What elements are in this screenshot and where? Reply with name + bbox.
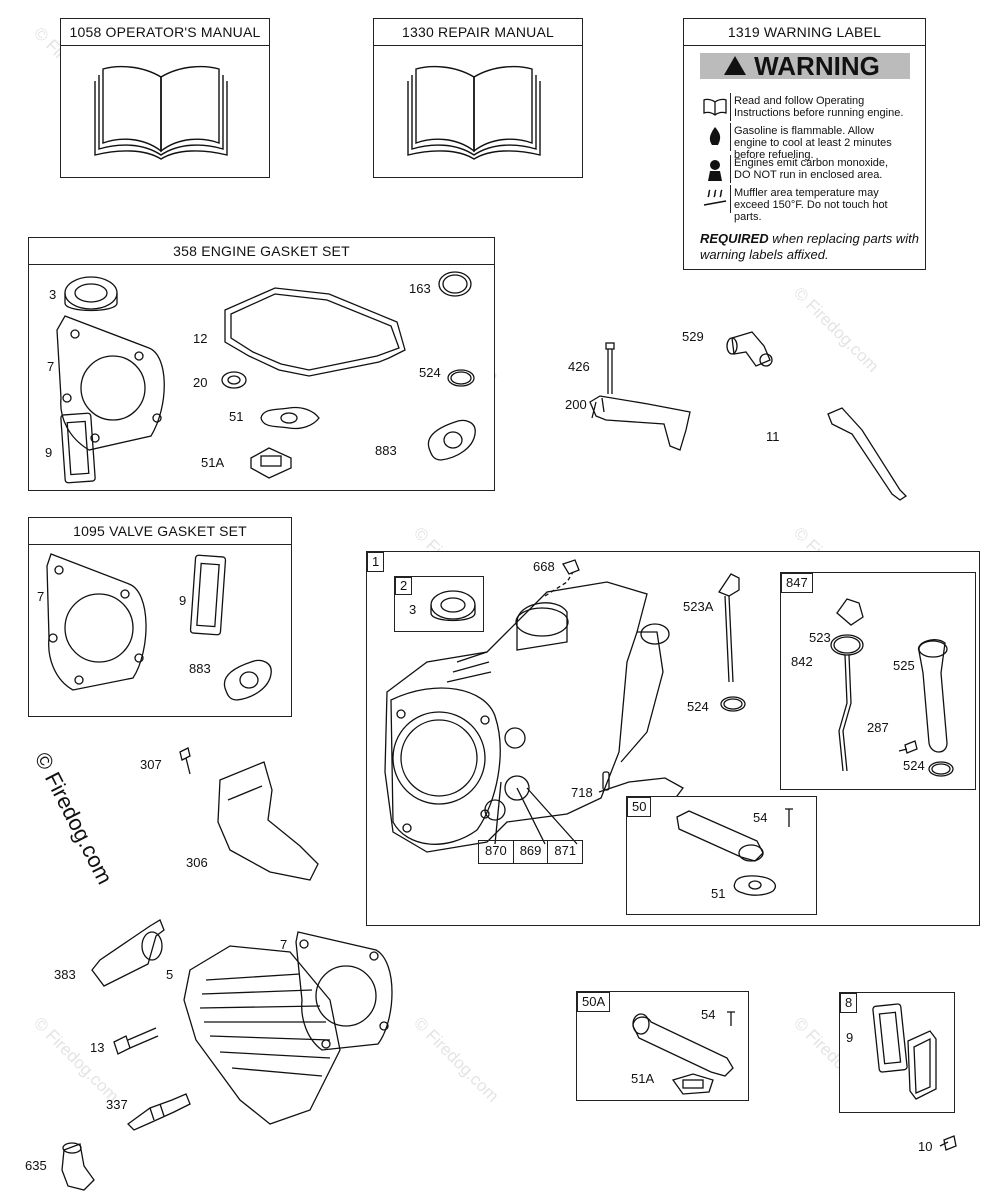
warning-triangle-icon — [724, 56, 746, 75]
warning-label-title: 1319 WARNING LABEL — [684, 19, 925, 46]
operator-manual-title: 1058 OPERATOR'S MANUAL — [61, 19, 269, 46]
engine-gasket-set-box[interactable]: 358 ENGINE GASKET SET — [28, 237, 495, 491]
sub-box-tag: 847 — [781, 573, 813, 593]
cylinder-assembly-box[interactable]: 1 — [366, 551, 980, 926]
part-label[interactable]: 51A — [201, 455, 225, 470]
sub-box-tag: 50A — [577, 992, 611, 1012]
breather-50a-art — [632, 1011, 735, 1095]
part-label[interactable]: 287 — [867, 720, 889, 735]
part-label[interactable]: 51A — [631, 1071, 655, 1086]
engine-gasket-parts-art — [56, 271, 476, 484]
part-label[interactable]: 307 — [140, 757, 162, 772]
flame-icon — [700, 123, 731, 151]
breather-50a-box[interactable]: 50A 54 51A — [576, 991, 749, 1101]
engine-gasket-set-title: 358 ENGINE GASKET SET — [29, 238, 494, 265]
sub-box-tag: 8 — [840, 993, 858, 1013]
part-label[interactable]: 51 — [229, 409, 244, 424]
breather-8-box[interactable]: 8 9 — [839, 992, 955, 1113]
part-label[interactable]: 9 — [846, 1030, 854, 1045]
part-label[interactable]: 3 — [49, 287, 57, 302]
part-label[interactable]: 525 — [893, 658, 915, 673]
manual-book-icon — [407, 65, 541, 160]
top-right-parts-art — [589, 331, 908, 501]
part-label[interactable]: 51 — [711, 886, 726, 901]
part-label[interactable]: 54 — [701, 1007, 716, 1022]
part-label[interactable]: 7 — [280, 937, 288, 952]
part-label[interactable]: 383 — [54, 967, 76, 982]
part-label[interactable]: 718 — [571, 785, 593, 800]
warning-heading-text: WARNING — [754, 51, 880, 81]
warning-required-note: REQUIRED when replacing parts with warni… — [700, 231, 919, 262]
part-label[interactable]: 7 — [47, 359, 55, 374]
part-label[interactable]: 524 — [419, 365, 441, 380]
part-tag[interactable]: 871 — [554, 843, 577, 858]
sub-box-tag: 50 — [627, 797, 652, 817]
part-label[interactable]: 426 — [568, 359, 590, 374]
dipstick-assembly-art — [830, 598, 954, 777]
part-label[interactable]: 883 — [375, 443, 397, 458]
warning-label-box[interactable]: 1319 WARNING LABEL WARNING Read and foll… — [683, 18, 926, 270]
part-label[interactable]: 337 — [106, 1097, 128, 1112]
part-label[interactable]: 883 — [189, 661, 211, 676]
part-label[interactable]: 842 — [791, 654, 813, 669]
bottom-tag-row: 870 869 871 — [478, 840, 584, 864]
part-label[interactable]: 7 — [37, 589, 45, 604]
breather-tube-art — [676, 808, 793, 896]
part-tag[interactable]: 870 — [479, 841, 514, 863]
sub-box-tag: 2 — [395, 577, 413, 595]
dipstick-sub-box[interactable]: 847 523 842 525 287 524 — [780, 572, 976, 790]
part-label[interactable]: 11 — [766, 429, 780, 444]
part-label[interactable]: 524 — [687, 699, 709, 714]
operator-manual-box[interactable]: 1058 OPERATOR'S MANUAL — [60, 18, 270, 178]
part-label[interactable]: 3 — [409, 602, 417, 617]
valve-gasket-set-title: 1095 VALVE GASKET SET — [29, 518, 291, 545]
seal-sub-box[interactable]: 2 3 — [394, 576, 484, 632]
part-label[interactable]: 5 — [166, 967, 174, 982]
part-label[interactable]: 9 — [45, 445, 53, 460]
manual-book-icon — [94, 65, 228, 160]
valve-gasket-set-box[interactable]: 1095 VALVE GASKET SET 7 9 883 — [28, 517, 292, 717]
book-icon — [700, 93, 731, 121]
valve-gasket-parts-art — [46, 553, 272, 701]
breather-sub-box[interactable]: 50 54 51 — [626, 796, 817, 915]
part-label[interactable]: 668 — [533, 559, 555, 574]
hot-surface-icon — [700, 185, 731, 213]
warning-heading: WARNING — [700, 53, 910, 79]
part-label[interactable]: 523A — [683, 599, 714, 614]
assembly-tag: 1 — [367, 552, 385, 572]
part-label[interactable]: 163 — [409, 281, 431, 296]
oil-seal-art — [430, 590, 476, 622]
part-label[interactable]: 523 — [809, 630, 831, 645]
part-label[interactable]: 306 — [186, 855, 208, 870]
part-label[interactable]: 12 — [193, 331, 208, 346]
breather-8-art — [872, 1003, 937, 1100]
part-label[interactable]: 529 — [682, 329, 704, 344]
fumes-icon — [700, 155, 731, 183]
repair-manual-box[interactable]: 1330 REPAIR MANUAL — [373, 18, 583, 178]
part-label[interactable]: 13 — [90, 1040, 105, 1055]
repair-manual-title: 1330 REPAIR MANUAL — [374, 19, 582, 46]
part-label[interactable]: 524 — [903, 758, 925, 773]
part-label[interactable]: 54 — [753, 810, 768, 825]
part-label[interactable]: 10 — [918, 1139, 933, 1154]
part-label[interactable]: 9 — [179, 593, 187, 608]
part-tag[interactable]: 869 — [514, 841, 549, 863]
part-label[interactable]: 635 — [25, 1158, 47, 1173]
part-label[interactable]: 200 — [565, 397, 587, 412]
part-label[interactable]: 20 — [193, 375, 208, 390]
